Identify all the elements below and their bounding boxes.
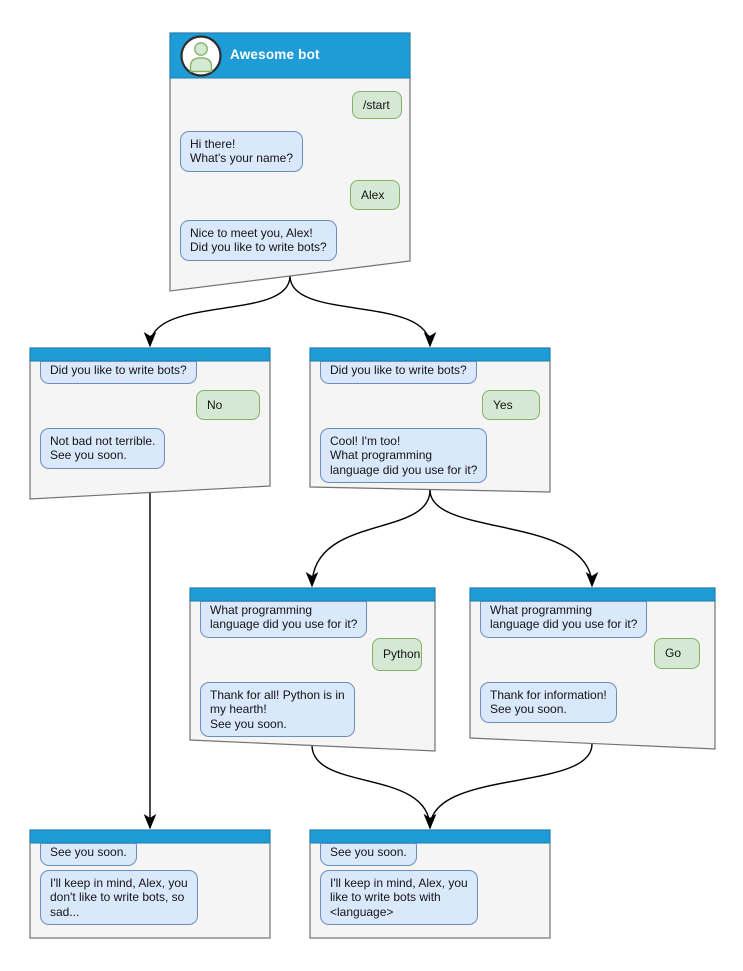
user-bubble-start-command: /start — [352, 91, 402, 119]
edge-go-to-end — [423, 743, 593, 830]
user-bubble-answer-yes: Yes — [482, 390, 540, 420]
node-awesome-bot: Awesome bot /start Hi there! What's your… — [170, 33, 410, 291]
bot-bubble-context: See you soon. — [40, 843, 137, 866]
bot-bubble-context: Did you like to write bots? — [320, 361, 477, 384]
bot-bubble-question: Nice to meet you, Alex! Did you like to … — [180, 220, 337, 261]
edge-python-to-end — [311, 744, 437, 830]
node-python: What programming language did you use fo… — [190, 588, 435, 751]
node-go: What programming language did you use fo… — [470, 588, 715, 749]
user-bubble-answer-python: Python — [372, 638, 422, 671]
bot-name-title: Awesome bot — [230, 47, 320, 62]
node-end-yes-header-bar — [309, 829, 551, 844]
bot-bubble-reply: I'll keep in mind, Alex, you like to wri… — [320, 870, 478, 926]
bot-bubble-greeting: Hi there! What's your name? — [180, 131, 304, 172]
edge-start-to-yes — [289, 275, 437, 348]
node-end-no-header-bar — [29, 829, 271, 844]
node-end-no: See you soon. I'll keep in mind, Alex, y… — [30, 830, 270, 938]
edge-yes-to-go — [429, 489, 599, 588]
bot-bubble-context: What programming language did you use fo… — [200, 601, 368, 638]
edge-start-to-no — [143, 275, 291, 348]
bot-bubble-context: What programming language did you use fo… — [480, 601, 648, 638]
avatar — [180, 35, 222, 77]
edge-yes-to-python — [305, 489, 431, 588]
user-bubble-name: Alex — [350, 180, 400, 210]
user-bubble-answer-no: No — [196, 390, 260, 420]
node-branch-no: Did you like to write bots? No Not bad n… — [30, 348, 270, 499]
bot-bubble-reply: Thank for information! See you soon. — [480, 682, 617, 723]
edges — [143, 275, 599, 830]
bot-bubble-context: See you soon. — [320, 843, 417, 866]
bot-bubble-reply: Thank for all! Python is in my hearth! S… — [200, 682, 355, 738]
bot-bubble-context: Did you like to write bots? — [40, 361, 197, 384]
bot-bubble-reply: Cool! I'm too! What programming language… — [320, 428, 488, 484]
person-icon — [189, 42, 213, 73]
node-end-yes: See you soon. I'll keep in mind, Alex, y… — [310, 830, 550, 938]
node-branch-yes: Did you like to write bots? Yes Cool! I'… — [310, 348, 550, 493]
bot-bubble-reply: Not bad not terrible. See you soon. — [40, 428, 166, 469]
bot-bubble-reply: I'll keep in mind, Alex, you don't like … — [40, 870, 198, 926]
user-bubble-answer-go: Go — [654, 638, 700, 669]
